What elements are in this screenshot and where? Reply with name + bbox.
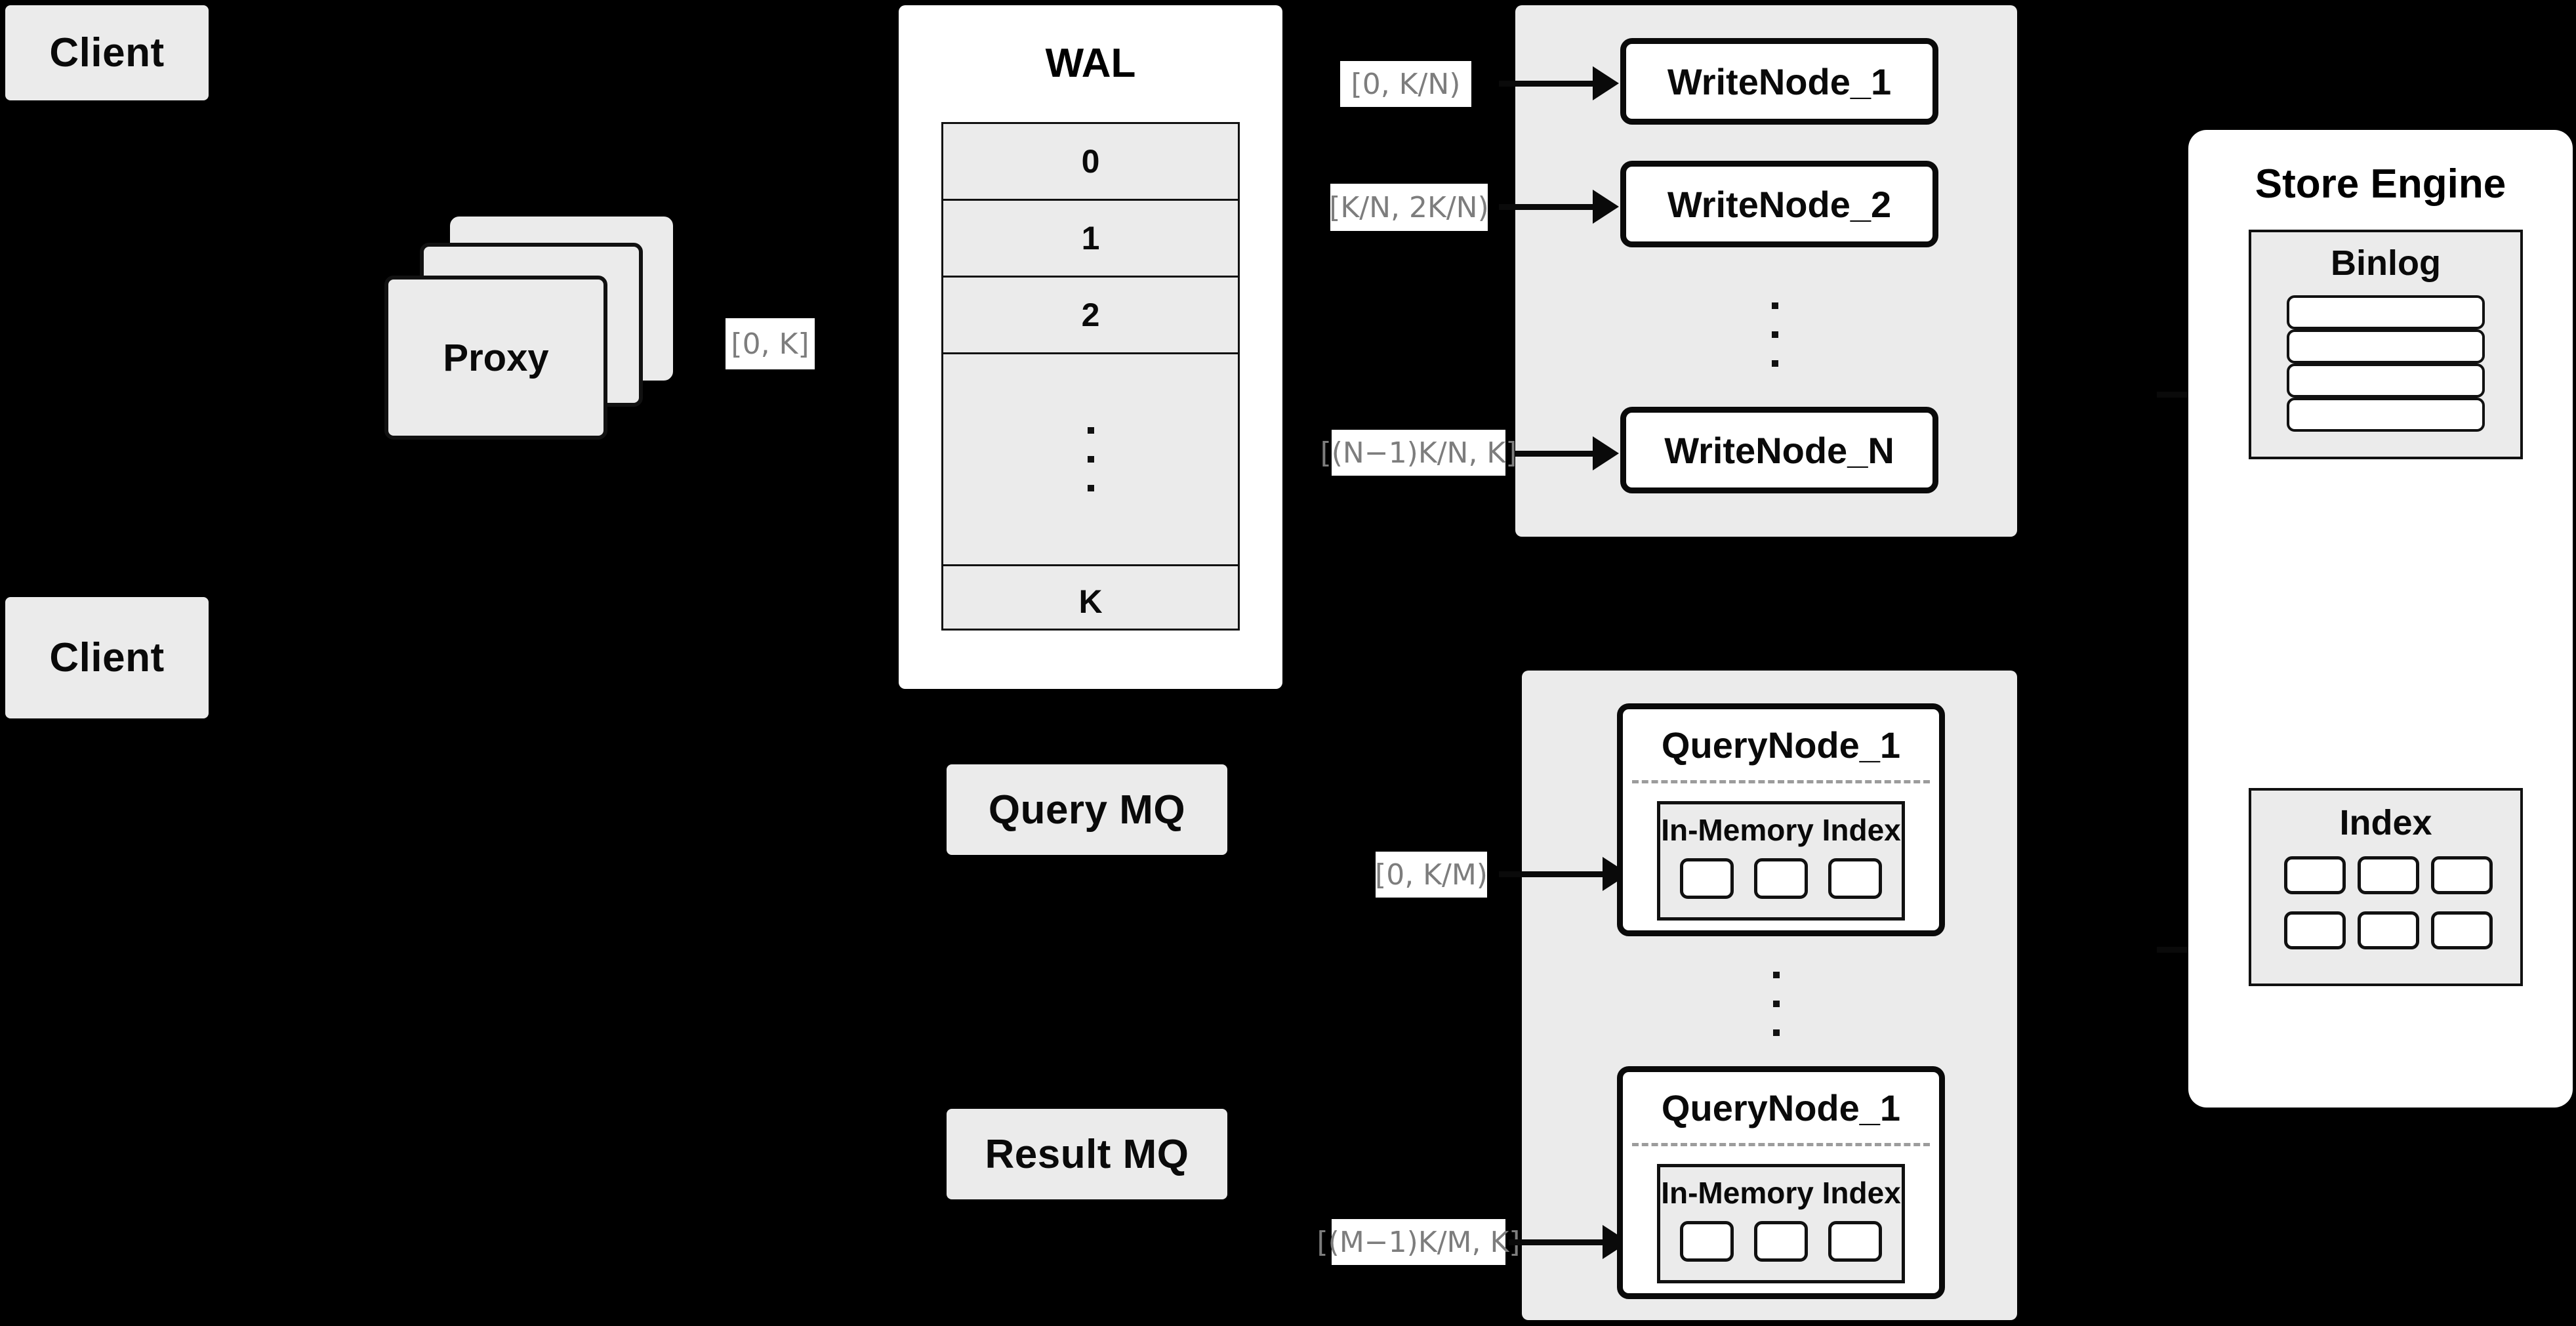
write-cluster-vertical-ellipsis-icon	[1771, 276, 1779, 394]
wal-row-0: 0	[943, 124, 1238, 201]
arrow-line-write-node-1	[1499, 81, 1597, 87]
query-mq-label: Query MQ	[988, 787, 1186, 833]
query-node-1-index-chip-2	[1754, 858, 1808, 899]
query-node-1[interactable]: QueryNode_1 In-Memory Index	[1617, 703, 1945, 936]
store-index-chip-6	[2431, 911, 2493, 949]
query-node-1-in-memory-index: In-Memory Index	[1657, 801, 1905, 921]
arrow-head-write-node-2	[1593, 190, 1619, 224]
store-engine-title: Store Engine	[2255, 161, 2506, 207]
store-index-chip-3	[2431, 856, 2493, 894]
range-tag-write-node-n: [(N−1)K/N, K]	[1320, 430, 1517, 476]
binlog-box: Binlog	[2249, 230, 2523, 459]
write-node-n[interactable]: WriteNode_N	[1620, 407, 1938, 493]
arrow-head-write-node-1	[1593, 66, 1619, 100]
range-tag-query-node-m: [(M−1)K/M, K]	[1317, 1219, 1520, 1265]
query-node-m[interactable]: QueryNode_1 In-Memory Index	[1617, 1066, 1945, 1299]
range-tag-query-node-1: [0, K/M)	[1375, 852, 1488, 898]
query-node-m-separator	[1632, 1143, 1930, 1146]
binlog-row-2	[2287, 329, 2485, 363]
arrow-head-write-node-n	[1593, 436, 1619, 470]
binlog-row-4	[2287, 398, 2485, 432]
query-node-m-index-title: In-Memory Index	[1661, 1176, 1901, 1210]
arrow-line-query-node-m	[1509, 1239, 1607, 1245]
wal-row-1: 1	[943, 201, 1238, 278]
arrow-line-store-index	[2157, 947, 2201, 953]
client-box-2[interactable]: Client	[5, 597, 209, 718]
store-index-chip-5	[2358, 911, 2419, 949]
query-node-m-in-memory-index: In-Memory Index	[1657, 1164, 1905, 1283]
vertical-ellipsis-icon	[1087, 427, 1094, 491]
binlog-row-1	[2287, 295, 2485, 329]
query-node-1-index-chip-3	[1828, 858, 1882, 899]
wal-row-2: 2	[943, 278, 1238, 354]
store-index-box: Index	[2249, 788, 2523, 986]
binlog-row-3	[2287, 363, 2485, 398]
wal-row-k: K	[1078, 583, 1103, 620]
query-node-1-title: QueryNode_1	[1661, 724, 1901, 766]
query-node-m-index-chip-2	[1754, 1221, 1808, 1262]
write-node-1-label: WriteNode_1	[1667, 60, 1892, 102]
wal-panel: WAL 0 1 2 K	[899, 5, 1282, 689]
wal-row-ellipsis	[943, 354, 1238, 566]
store-index-chip-4	[2284, 911, 2346, 949]
proxy-label: Proxy	[443, 336, 549, 379]
query-mq-box[interactable]: Query MQ	[947, 764, 1227, 855]
store-index-chip-1	[2284, 856, 2346, 894]
query-cluster-vertical-ellipsis-icon	[1772, 945, 1780, 1063]
query-node-m-title: QueryNode_1	[1661, 1087, 1901, 1129]
query-node-m-index-chip-1	[1680, 1221, 1734, 1262]
arrow-line-store-binlog	[2157, 392, 2201, 398]
client-label-1: Client	[49, 30, 165, 75]
query-node-m-index-chip-3	[1828, 1221, 1882, 1262]
client-label-2: Client	[49, 635, 165, 680]
range-tag-proxy-to-wal: [0, K]	[726, 318, 815, 369]
query-node-1-index-title: In-Memory Index	[1661, 813, 1901, 847]
wal-entry-table: 0 1 2 K	[941, 122, 1240, 631]
write-node-n-label: WriteNode_N	[1664, 429, 1894, 471]
query-node-1-separator	[1632, 780, 1930, 783]
proxy-stack-card-1[interactable]: Proxy	[384, 276, 607, 440]
store-index-chip-2	[2358, 856, 2419, 894]
range-tag-write-node-2: [K/N, 2K/N)	[1329, 184, 1489, 231]
binlog-title: Binlog	[2331, 243, 2441, 283]
query-node-1-index-chip-1	[1680, 858, 1734, 899]
client-box-1[interactable]: Client	[5, 5, 209, 100]
arrow-line-write-node-n	[1515, 451, 1597, 457]
result-mq-label: Result MQ	[985, 1131, 1189, 1177]
write-node-1[interactable]: WriteNode_1	[1620, 38, 1938, 125]
arrow-line-write-node-2	[1499, 204, 1597, 210]
arrow-line-query-node-1	[1499, 871, 1607, 877]
write-node-2[interactable]: WriteNode_2	[1620, 161, 1938, 247]
store-index-title: Index	[2339, 803, 2432, 842]
wal-title: WAL	[1045, 40, 1136, 86]
range-tag-write-node-1: [0, K/N)	[1340, 61, 1471, 107]
write-node-2-label: WriteNode_2	[1667, 183, 1892, 225]
result-mq-box[interactable]: Result MQ	[947, 1109, 1227, 1199]
store-engine-panel: Store Engine Binlog Index	[2188, 130, 2573, 1108]
